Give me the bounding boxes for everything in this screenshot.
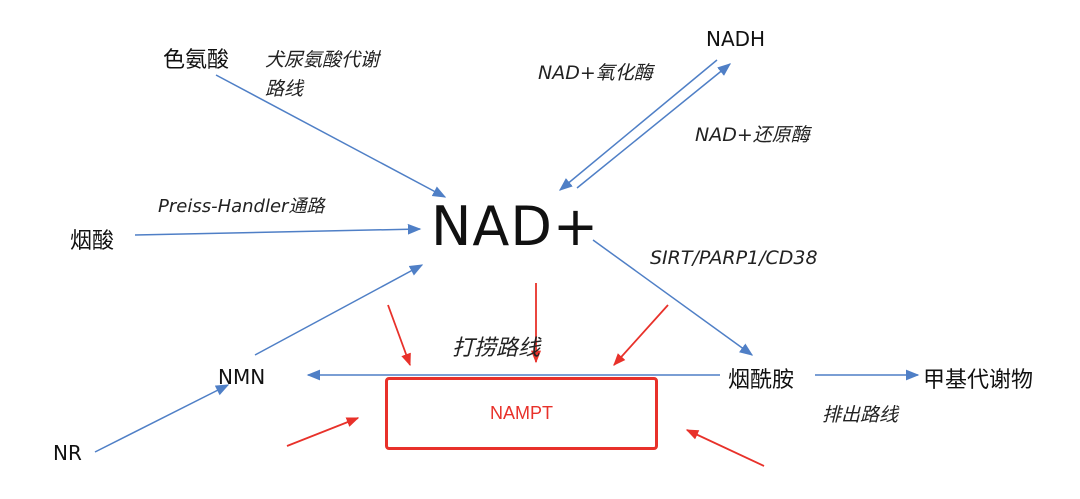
edge-label-nad-oxidase: NAD+氧化酶	[538, 62, 653, 84]
red-arrow-top-left	[387, 304, 411, 367]
edge-label-nad-reductase: NAD+还原酶	[695, 124, 810, 146]
arrow-nadh-to-nad	[558, 59, 718, 191]
node-tryptophan: 色氨酸	[163, 48, 230, 73]
edge-label-sirt-parp-cd38: SIRT/PARP1/CD38	[650, 247, 818, 269]
node-nad-hub: NAD+	[431, 195, 600, 258]
arrow-tryptophan-to-nad	[215, 74, 447, 198]
edge-label-kynurenine-1: 犬尿氨酸代谢	[265, 49, 380, 71]
node-nr: NR	[53, 441, 82, 465]
node-nampt: NAMPT	[490, 403, 553, 423]
nampt-box: NAMPT	[385, 377, 658, 450]
edge-label-kynurenine-2: 路线	[265, 78, 304, 100]
edge-label-excretion: 排出路线	[822, 404, 899, 426]
arrow-niacin-to-nad	[134, 223, 422, 236]
arrow-nad-to-nadh	[576, 63, 732, 189]
red-arrow-left	[286, 417, 360, 447]
node-nmn: NMN	[218, 365, 266, 389]
arrow-nad-to-nicotinamide	[592, 239, 754, 356]
node-nicotinamide: 烟酰胺	[728, 368, 795, 393]
node-nadh: NADH	[706, 27, 766, 51]
red-arrow-top-right	[613, 304, 669, 366]
red-arrow-right	[685, 429, 765, 467]
edge-label-salvage: 打捞路线	[452, 336, 541, 361]
node-niacin: 烟酸	[70, 229, 115, 254]
node-methyl-metabolites: 甲基代谢物	[923, 368, 1034, 393]
edge-label-preiss-handler: Preiss-Handler通路	[158, 196, 325, 217]
arrow-nmn-to-nad	[254, 264, 424, 356]
arrow-nr-to-nmn	[94, 384, 230, 453]
